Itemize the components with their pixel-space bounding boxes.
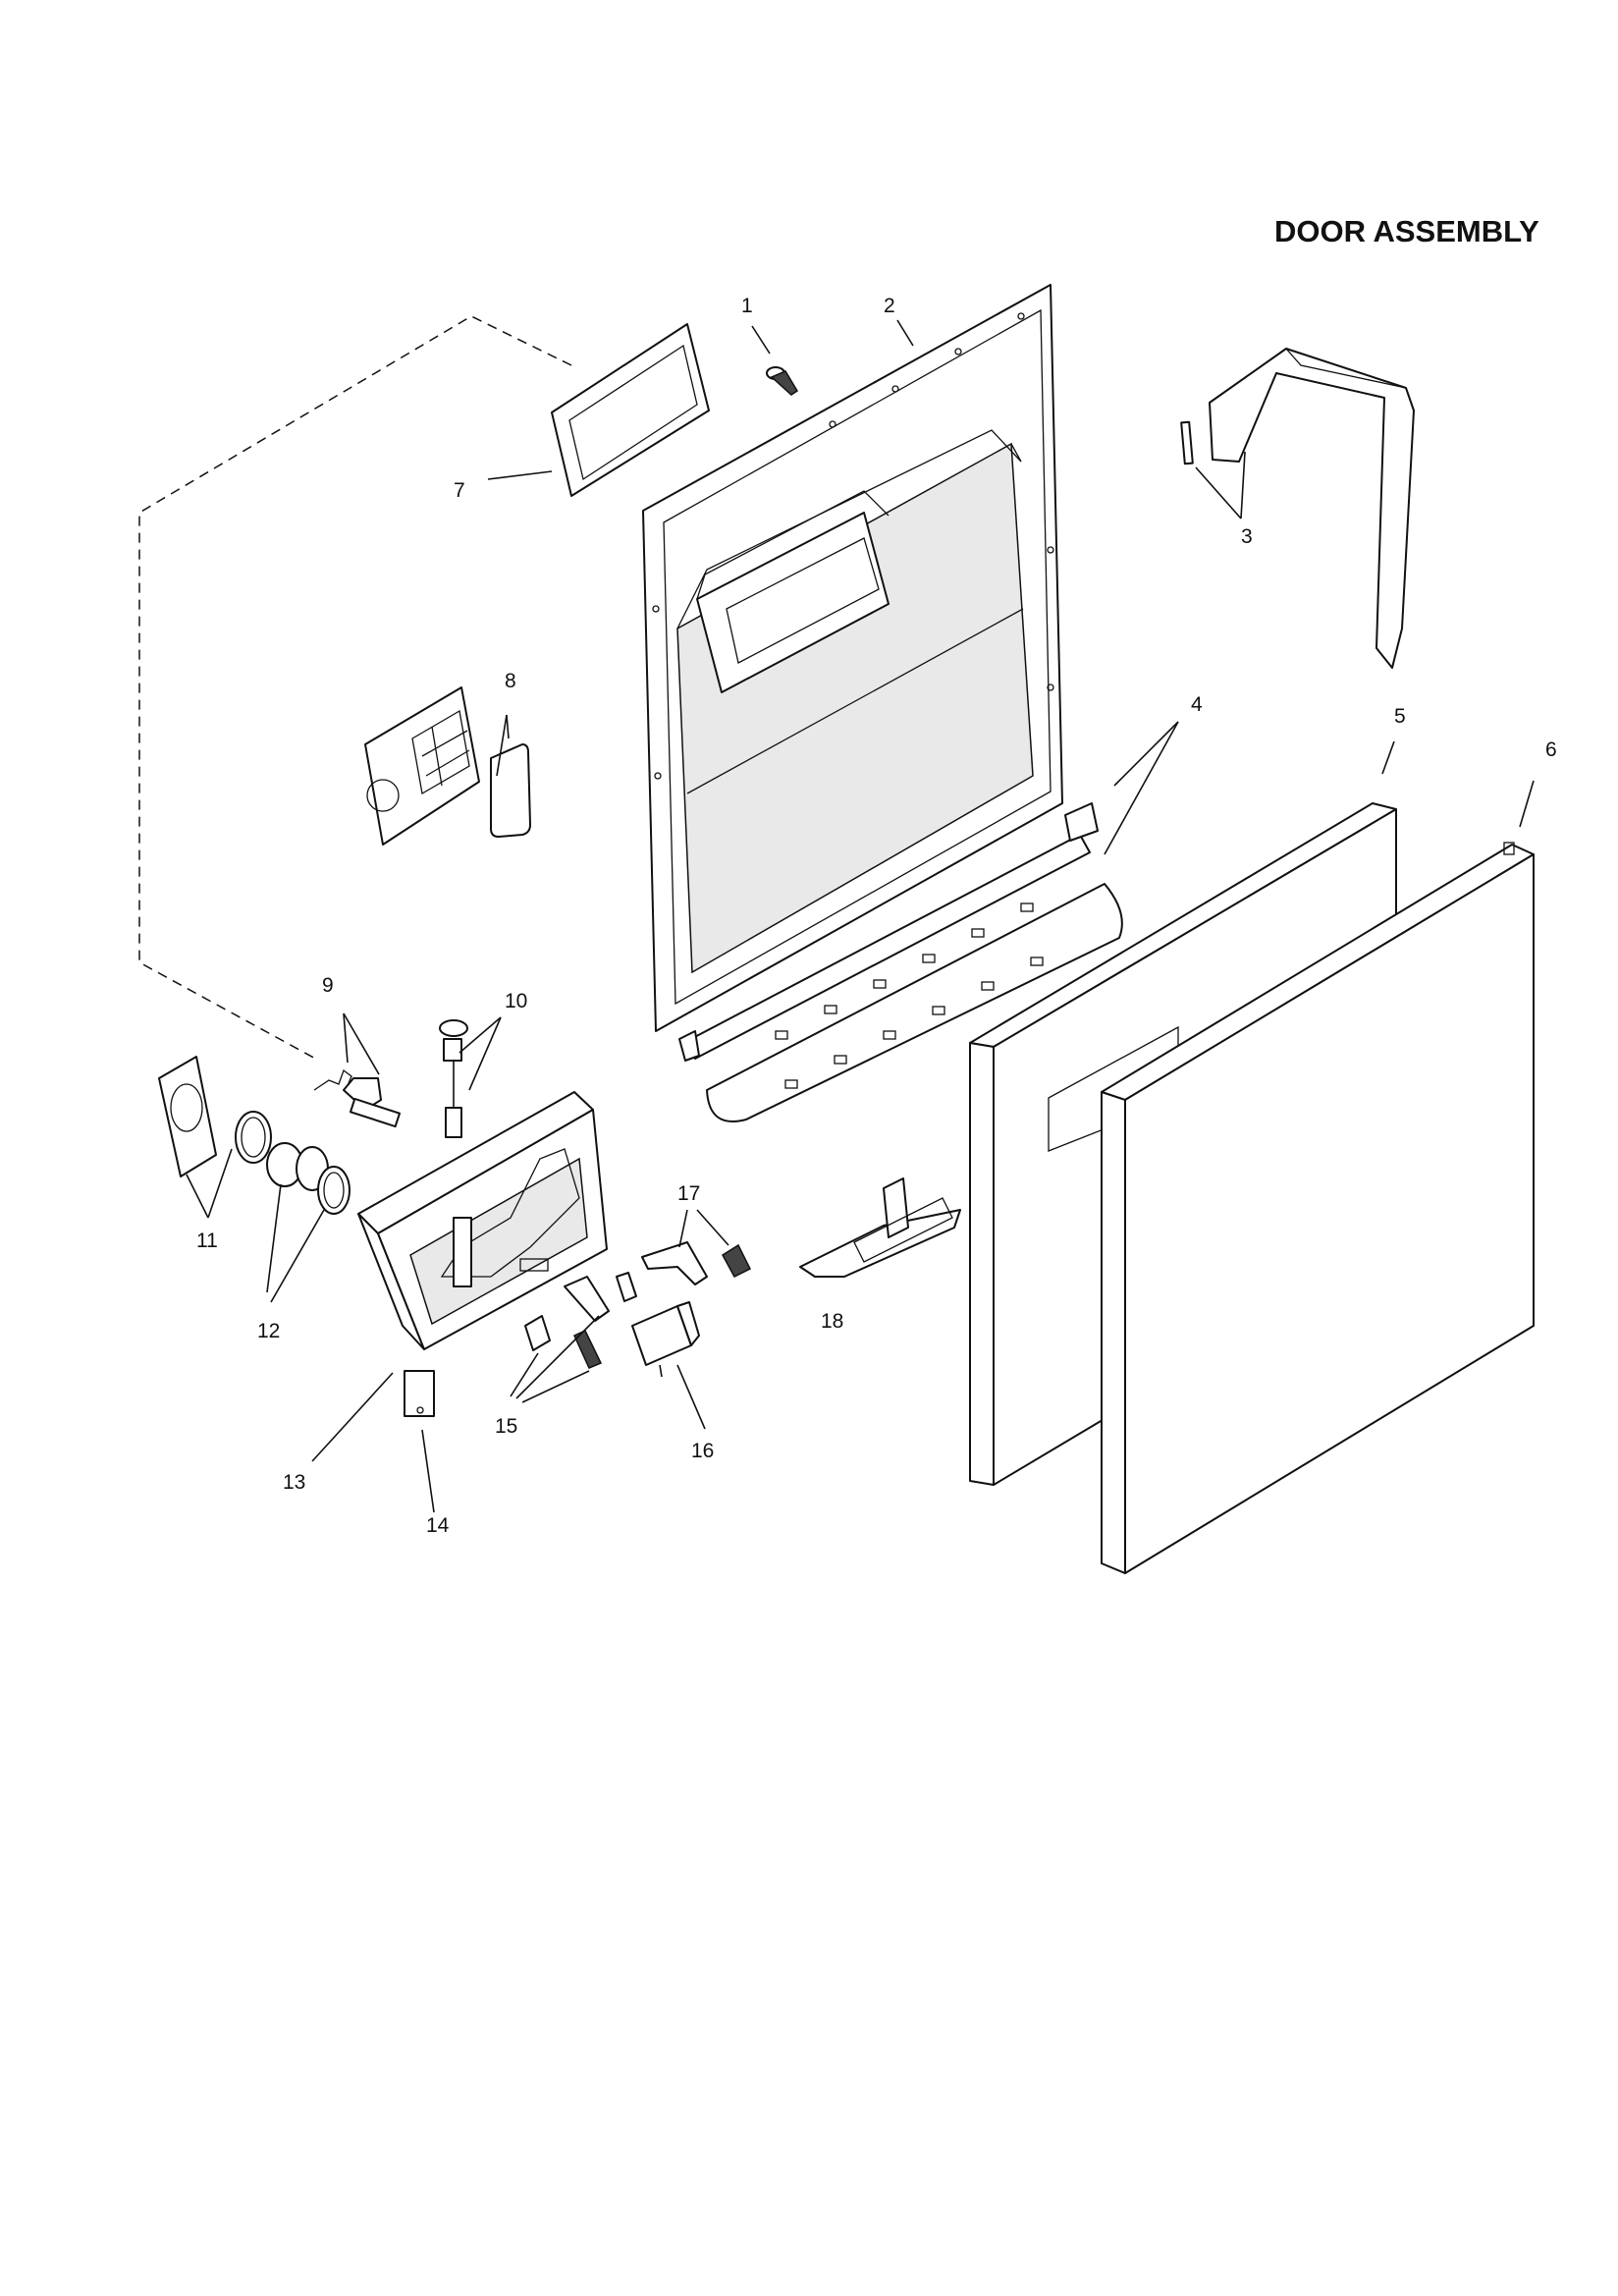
part-13-dispenser [357, 1091, 608, 1350]
callout-15: 15 [495, 1415, 517, 1438]
part-7-gasket [551, 323, 710, 497]
part-14-clip [404, 1370, 435, 1417]
callout-7: 7 [454, 479, 465, 502]
dashed-guide-line [138, 315, 572, 1062]
callout-2: 2 [884, 295, 895, 317]
callout-14: 14 [426, 1514, 450, 1537]
part-18-latch [799, 1177, 961, 1278]
part-17-lever-spring [641, 1241, 752, 1285]
callout-10: 10 [505, 990, 527, 1012]
part-8-vent [364, 686, 531, 846]
part-9-lever [313, 1068, 401, 1128]
callout-6: 6 [1545, 738, 1557, 761]
callout-8: 8 [505, 670, 516, 692]
leader-lines [186, 319, 1535, 1513]
part-16-switch [631, 1301, 700, 1378]
part-4-rail [678, 802, 1123, 1122]
callout-17: 17 [677, 1182, 700, 1205]
callout-18: 18 [821, 1310, 843, 1333]
part-12-cap [266, 1142, 351, 1215]
part-11-cover [158, 1056, 272, 1177]
part-1-screw [766, 366, 799, 396]
callout-12: 12 [257, 1320, 280, 1342]
part-3-bracket [1180, 348, 1415, 669]
page-title: DOOR ASSEMBLY [1274, 214, 1539, 248]
callout-3: 3 [1241, 525, 1253, 548]
callout-16: 16 [691, 1440, 714, 1462]
callout-13: 13 [283, 1471, 305, 1494]
callout-9: 9 [322, 974, 334, 997]
part-6-decor-panel [1101, 842, 1535, 1574]
part-2-inner-door [642, 284, 1063, 1032]
callout-11: 11 [196, 1230, 218, 1252]
callout-labels: 1 2 3 4 5 6 7 8 9 10 11 12 13 14 15 16 1… [196, 295, 1557, 1537]
part-10-plunger [439, 1019, 468, 1138]
callout-1: 1 [741, 295, 753, 317]
part-15-levers [524, 1272, 637, 1369]
callout-5: 5 [1394, 705, 1406, 728]
callout-4: 4 [1191, 693, 1203, 716]
